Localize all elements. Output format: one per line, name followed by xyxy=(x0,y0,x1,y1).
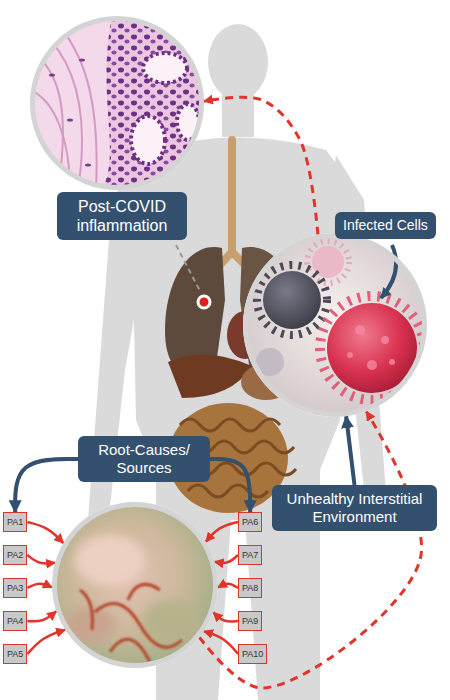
cell-tissue xyxy=(102,16,204,190)
body-head xyxy=(208,24,268,100)
cells-ground xyxy=(245,235,425,415)
connector xyxy=(204,631,238,654)
gland xyxy=(143,53,187,83)
virus xyxy=(263,271,321,329)
zoom-circle: Post-COVID inflammation xyxy=(30,16,204,190)
connector xyxy=(218,584,238,588)
source-box: PA7 xyxy=(238,545,262,565)
connector xyxy=(204,97,318,234)
source-box: PA10 xyxy=(238,644,267,664)
connector xyxy=(27,611,56,621)
source-label: PA6 xyxy=(242,516,258,528)
circle-outline xyxy=(243,233,427,417)
node-label: Root-Causes/ Sources xyxy=(86,441,202,477)
source-label: PA2 xyxy=(7,549,23,561)
circle-outline xyxy=(30,16,204,190)
node-label: Unhealthy Interstitial Environment xyxy=(272,485,437,531)
histology-ground xyxy=(30,16,204,190)
source-label: PA8 xyxy=(242,582,258,594)
blur-patch xyxy=(75,535,145,585)
connector xyxy=(27,555,55,563)
connector xyxy=(199,412,421,688)
circle-outline xyxy=(52,502,218,668)
connector xyxy=(210,459,250,512)
virus-spikes xyxy=(257,265,327,335)
source-box: PA3 xyxy=(3,578,27,598)
source-box: PA8 xyxy=(238,578,262,598)
environment-ground xyxy=(54,504,216,666)
source-label: PA7 xyxy=(242,549,258,561)
source-box: PA4 xyxy=(3,611,27,631)
node-label: Infected Cells xyxy=(335,212,436,239)
source-label: PA1 xyxy=(7,516,23,528)
cell-bumps xyxy=(347,325,395,370)
source-label: PA9 xyxy=(242,615,258,627)
source-label: PA3 xyxy=(7,582,23,594)
virus-spikes xyxy=(320,296,424,400)
connector xyxy=(27,522,63,543)
liver xyxy=(168,354,252,398)
source-box: PA9 xyxy=(238,611,262,631)
zoom-ground xyxy=(243,233,427,417)
callout-box: Root-Causes/ Sources xyxy=(78,436,210,482)
leader-line xyxy=(176,245,200,291)
source-label: PA5 xyxy=(7,648,23,660)
connector xyxy=(15,459,78,512)
connector xyxy=(213,612,238,621)
gland xyxy=(131,116,165,164)
source-label: PA4 xyxy=(7,615,23,627)
zoom-circle: Infected Cells xyxy=(243,233,427,417)
location-dot xyxy=(198,296,210,308)
source-box: PA2 xyxy=(3,545,27,565)
connector xyxy=(346,416,354,485)
circle-ring xyxy=(55,505,216,666)
strands xyxy=(80,584,182,662)
connector xyxy=(27,584,52,588)
zoom-ground xyxy=(30,16,204,190)
source-box: PA6 xyxy=(238,512,262,532)
circle-ring xyxy=(33,19,202,188)
fibrous-tissue xyxy=(30,20,97,190)
connector xyxy=(215,555,238,563)
zoom-circle: Unhealthy Interstitial Environment xyxy=(52,502,218,668)
circle-ring xyxy=(246,236,425,415)
node-label: Post-COVID inflammation xyxy=(57,192,187,240)
source-box: PA5 xyxy=(3,644,27,664)
connector xyxy=(27,630,65,654)
connector xyxy=(206,522,238,542)
source-box: PA1 xyxy=(3,512,27,532)
source-label: PA10 xyxy=(242,648,263,660)
zoom-ground xyxy=(52,502,218,668)
